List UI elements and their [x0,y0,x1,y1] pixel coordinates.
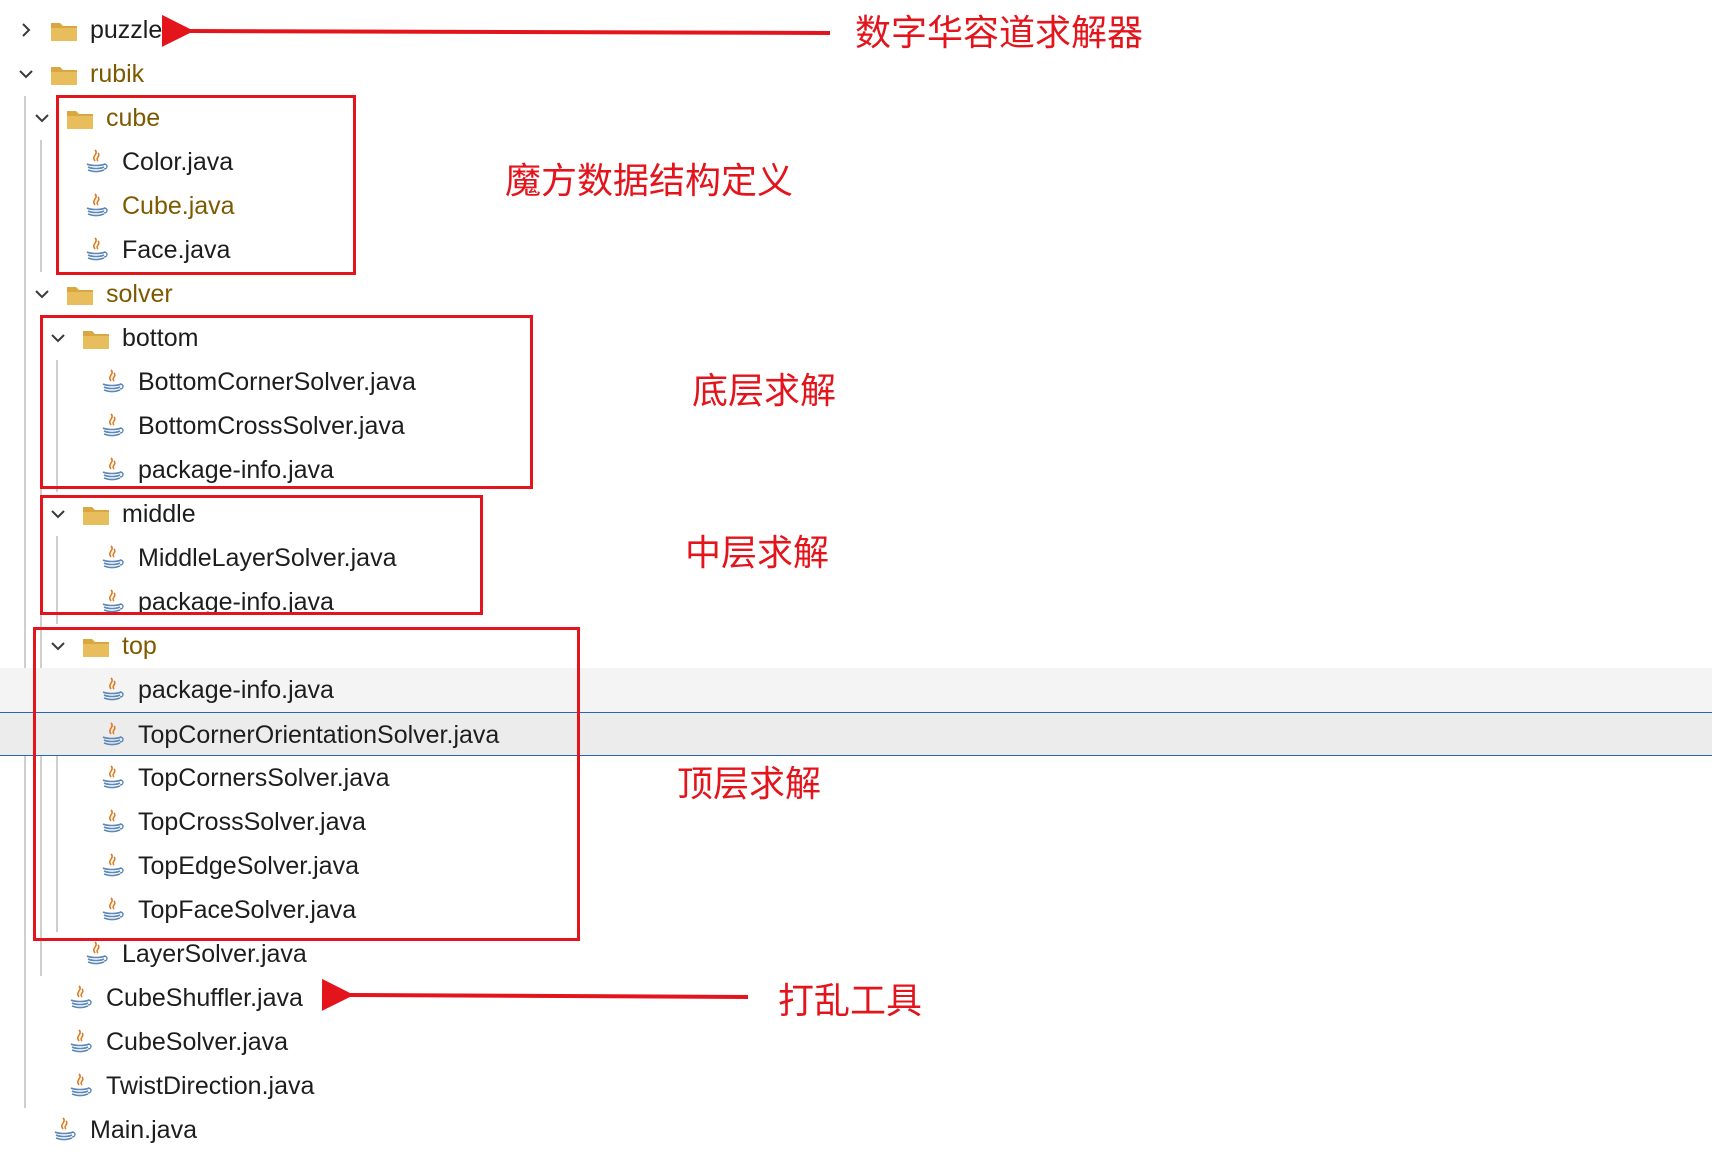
tree-folder-row[interactable]: rubik [0,52,1712,96]
tree-file-row[interactable]: BottomCornerSolver.java [0,360,1712,404]
tree-item-label: CubeSolver.java [106,1028,289,1056]
java-file-icon [96,894,128,926]
annotation-shuffler: 打乱工具 [778,981,923,1022]
indent-guide [24,96,26,1108]
chevron-down-icon[interactable] [46,326,70,350]
tree-file-row[interactable]: Main.java [0,1108,1712,1152]
indent-guide [40,316,42,976]
tree-file-row[interactable]: TopCornersSolver.java [0,756,1712,800]
tree-folder-row[interactable]: cube [0,96,1712,140]
tree-folder-row[interactable]: middle [0,492,1712,536]
tree-item-label: bottom [122,324,199,352]
tree-file-row[interactable]: TopFaceSolver.java [0,888,1712,932]
annotation-middle: 中层求解 [685,533,830,574]
tree-file-row[interactable]: LayerSolver.java [0,932,1712,976]
java-file-icon [96,366,128,398]
tree-item-label: package-info.java [138,676,334,704]
chevron-right-icon[interactable] [14,18,38,42]
tree-file-row[interactable]: TopCrossSolver.java [0,800,1712,844]
tree-file-row[interactable]: TwistDirection.java [0,1064,1712,1108]
java-file-icon [80,190,112,222]
folder-icon [80,498,112,530]
indent-guide [56,360,58,492]
tree-item-label: TopCornerOrientationSolver.java [138,721,500,749]
tree-item-label: rubik [90,60,145,88]
indent-guide [56,536,58,624]
java-file-icon [96,410,128,442]
java-file-icon [96,850,128,882]
java-file-icon [96,806,128,838]
chevron-down-icon[interactable] [30,106,54,130]
folder-icon [48,58,80,90]
tree-folder-row[interactable]: bottom [0,316,1712,360]
chevron-down-icon[interactable] [30,282,54,306]
tree-item-label: BottomCornerSolver.java [138,368,416,396]
tree-item-label: puzzle [90,16,163,44]
tree-item-label: MiddleLayerSolver.java [138,544,397,572]
java-file-icon [96,586,128,618]
tree-item-label: package-info.java [138,588,334,616]
tree-item-label: Cube.java [122,192,235,220]
tree-item-label: TopCrossSolver.java [138,808,366,836]
tree-item-label: Color.java [122,148,234,176]
folder-icon [80,630,112,662]
folder-icon [64,278,96,310]
tree-file-row[interactable]: Color.java [0,140,1712,184]
java-file-icon [96,454,128,486]
tree-item-label: LayerSolver.java [122,940,307,968]
java-file-icon [48,1114,80,1146]
tree-file-row[interactable]: package-info.java [0,448,1712,492]
tree-item-label: Main.java [90,1116,197,1144]
tree-item-label: solver [106,280,173,308]
tree-file-row[interactable]: TopEdgeSolver.java [0,844,1712,888]
tree-file-row[interactable]: MiddleLayerSolver.java [0,536,1712,580]
tree-folder-row[interactable]: solver [0,272,1712,316]
tree-file-row[interactable]: package-info.java [0,668,1712,712]
chevron-down-icon[interactable] [46,502,70,526]
java-file-icon [96,719,128,751]
chevron-down-icon[interactable] [46,634,70,658]
annotation-top: 顶层求解 [677,764,822,805]
tree-item-label: CubeShuffler.java [106,984,303,1012]
java-file-icon [64,1026,96,1058]
tree-folder-row[interactable]: puzzle [0,8,1712,52]
tree-item-label: top [122,632,157,660]
indent-guide [56,668,58,932]
tree-file-row[interactable]: Cube.java [0,184,1712,228]
java-file-icon [64,982,96,1014]
java-file-icon [80,146,112,178]
tree-file-row[interactable]: CubeShuffler.java [0,976,1712,1020]
tree-item-label: Face.java [122,236,231,264]
tree-file-row[interactable]: CubeSolver.java [0,1020,1712,1064]
annotation-bottom: 底层求解 [692,371,837,412]
java-file-icon [80,234,112,266]
java-file-icon [96,674,128,706]
java-file-icon [64,1070,96,1102]
annotation-cube: 魔方数据结构定义 [505,161,794,202]
annotation-puzzle: 数字华容道求解器 [855,13,1144,54]
folder-icon [80,322,112,354]
tree-file-row[interactable]: Face.java [0,228,1712,272]
java-file-icon [96,542,128,574]
folder-icon [48,14,80,46]
tree-item-label: cube [106,104,161,132]
tree-file-row[interactable]: package-info.java [0,580,1712,624]
tree-item-label: TopCornersSolver.java [138,764,390,792]
indent-guide [40,140,42,272]
tree-item-label: package-info.java [138,456,334,484]
tree-item-label: BottomCrossSolver.java [138,412,405,440]
tree-item-label: TopFaceSolver.java [138,896,357,924]
chevron-down-icon[interactable] [14,62,38,86]
tree-item-label: middle [122,500,196,528]
tree-item-label: TwistDirection.java [106,1072,315,1100]
tree-item-label: TopEdgeSolver.java [138,852,359,880]
java-file-icon [80,938,112,970]
tree-file-row[interactable]: BottomCrossSolver.java [0,404,1712,448]
folder-icon [64,102,96,134]
tree-folder-row[interactable]: top [0,624,1712,668]
tree-file-row[interactable]: TopCornerOrientationSolver.java [0,712,1712,756]
java-file-icon [96,762,128,794]
